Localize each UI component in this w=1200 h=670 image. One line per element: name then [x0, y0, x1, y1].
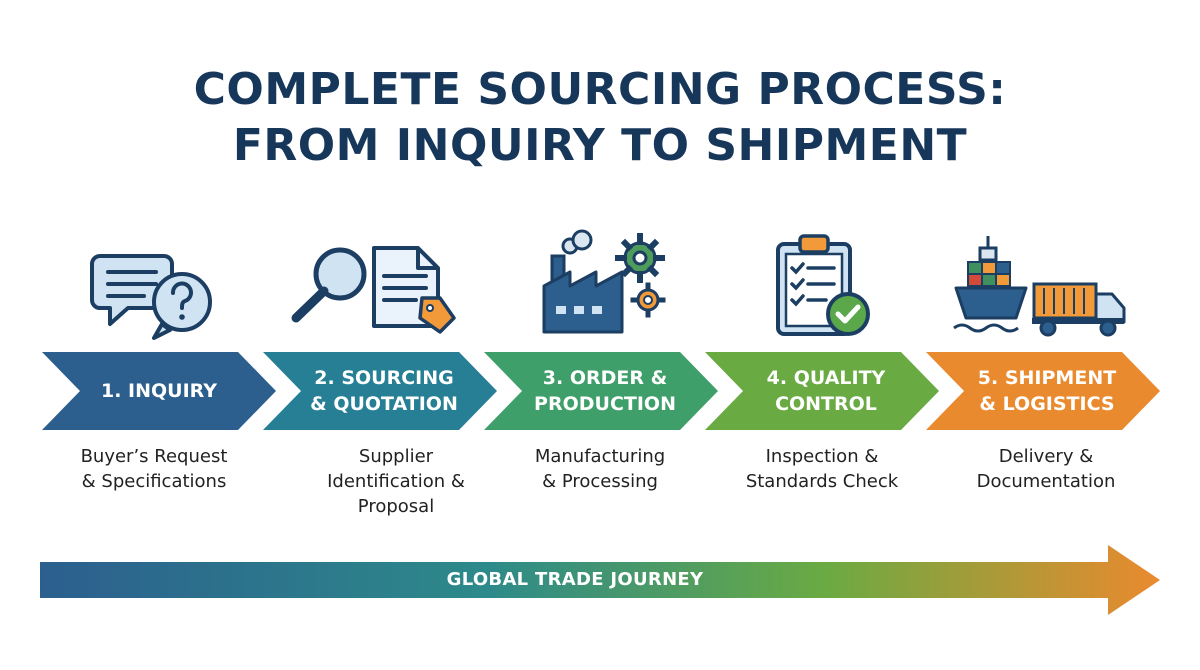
global-trade-journey-label: GLOBAL TRADE JOURNEY — [446, 569, 704, 590]
title-line-1: COMPLETE SOURCING PROCESS: — [193, 64, 1007, 115]
process-arrows — [42, 352, 1160, 430]
step-2-description: Supplier Identification & Proposal — [327, 446, 465, 517]
step-4-description: Inspection & Standards Check — [745, 446, 899, 492]
step-5-description: Delivery & Documentation — [976, 446, 1116, 492]
chat-question-icon — [52, 228, 252, 346]
step-2-label: 2. SOURCING & QUOTATION — [310, 367, 458, 415]
page-title: COMPLETE SOURCING PROCESS: FROM INQUIRY … — [0, 62, 1200, 174]
step-3-arrow — [484, 352, 718, 430]
step-1-label: 1. INQUIRY — [100, 380, 218, 402]
step-2-arrow — [263, 352, 497, 430]
search-document-icon — [270, 228, 470, 346]
clipboard-check-icon — [722, 228, 922, 346]
step-3-label: 3. ORDER & PRODUCTION — [534, 367, 676, 415]
step-1-description: Buyer’s Request & Specifications — [80, 446, 228, 492]
title-line-2: FROM INQUIRY TO SHIPMENT — [232, 120, 968, 171]
factory-gear-icon — [512, 228, 712, 346]
step-3-description: Manufacturing & Processing — [534, 446, 666, 492]
step-1-arrow — [42, 352, 276, 430]
step-5-arrow — [926, 352, 1160, 430]
step-4-arrow — [705, 352, 939, 430]
global-trade-journey-arrow — [40, 545, 1160, 615]
ship-truck-icon — [946, 228, 1146, 346]
step-5-label: 5. SHIPMENT & LOGISTICS — [977, 367, 1117, 415]
step-4-label: 4. QUALITY CONTROL — [766, 367, 886, 415]
